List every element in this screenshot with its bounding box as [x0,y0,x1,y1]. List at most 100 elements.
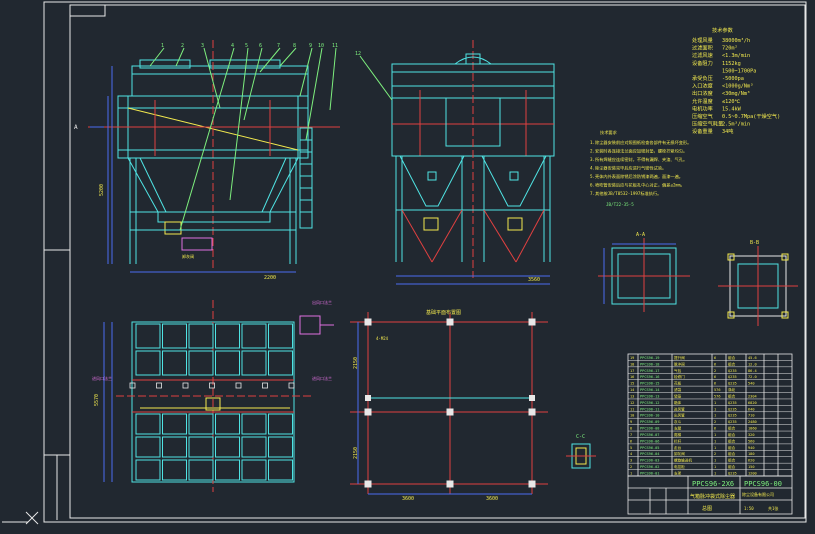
dim-plan: 5570 [94,394,100,406]
bom-cell: 气包 [674,368,682,373]
note-line: 4.除尘器安装完毕后应进行气密性试验。 [590,165,666,172]
bom-cell: 螺旋输送机 [674,458,692,463]
bom-cell: 45.6 [748,356,757,360]
bom-cell: PPCS96-04 [640,452,659,456]
bom-cell: 灰斗 [674,419,682,424]
anchor-pad [528,408,536,416]
bom-cell: PPCS96-12 [640,401,659,405]
bom-cell: 袋笼 [674,393,682,398]
dim-height: 5200 [99,184,105,196]
bom-cell: 12.0 [748,362,757,366]
bom-cell: PPCS96-16 [640,375,659,379]
bom-cell: 6 [714,356,716,360]
bom-cell: 1 [714,407,716,411]
foundation-title: 基础平面布置图 [426,309,461,316]
bom-cell: 19 [630,356,634,360]
bag-cell [135,413,161,435]
ucs-axis-icon [2,511,39,525]
inlet-note-right: 进风口法兰 [312,375,332,381]
bom-cell: 6 [714,362,716,366]
anchor-pad [364,318,372,326]
bom-cell: 电控柜 [674,464,685,469]
balloon: 4 [231,43,234,49]
bom-cell: 爬梯 [674,432,682,437]
tech-param-value: <30mg/Nm³ [722,91,750,97]
drawing-company: 除尘设备有限公司 [742,491,774,497]
bom-cell: Q235 [728,401,737,405]
bom-cell: 箱体 [674,400,682,405]
dim-base-h2: 2150 [353,447,359,459]
technical-notes: 技术要求1.除尘器安装前应对照图纸检查各部件有无损坏变形。2.安装时各连接法兰面… [590,129,691,207]
bom-cell: 9 [630,420,632,424]
bag-cell [162,459,187,481]
valve-mark [182,382,189,389]
drawing-name: 气箱脉冲袋式除尘器 [690,493,735,500]
bom-cell: PPCS96-14 [640,388,659,392]
bom-cell: 组合 [728,432,736,437]
bag-cell [268,413,293,435]
bag-cell [268,459,293,481]
bom-cell: 组合 [728,438,736,443]
detail-b-title: B-B [750,240,759,246]
bom-cell: 滤袋 [674,387,682,392]
anchor-pad [364,408,372,416]
bom-cell: 1 [714,465,716,469]
bom-cell: Q235 [728,407,737,411]
tech-param-value: 38000m³/h [722,38,750,44]
bom-cell: 2304 [748,394,757,398]
bom-cell: 1 [714,401,716,405]
bom-cell: PPCS96-06 [640,439,659,443]
tech-param-label: 过滤风速 [692,51,713,59]
drawing-number-b: PPCS96-00 [744,480,782,488]
bom-cell: 5 [630,446,632,450]
bom-cell: PPCS96-11 [640,407,659,411]
bom-cell: 8 [630,427,632,431]
bom-cell: 86.4 [748,369,757,373]
anchor-pad [364,480,372,488]
bom-cell: 2 [714,452,716,456]
detail-b [718,246,798,326]
bom-cell: 6820 [748,401,757,405]
bom-cell: 150 [748,465,755,469]
valve-mark [288,382,295,389]
tech-param-value: 1500~1700Pa [722,68,756,74]
note-line: 2.安装时各连接法兰面应加密封垫，螺栓拧紧均匀。 [590,148,687,155]
bom-cell: 16 [630,375,634,379]
bom-cell: PPCS96-09 [640,420,659,424]
bom-cell: 14 [630,388,634,392]
bom-cell: 3 [630,459,632,463]
anchor-pad [529,395,535,401]
bom-cell: 576 [714,394,721,398]
valve-mark [235,382,242,389]
bom-cell: 组合 [728,445,736,450]
bom-cell: Q235 [728,369,737,373]
bom-cell: 支架 [674,471,682,476]
tech-param-value: 0.5~0.7Mpa(干燥空气) [722,112,780,120]
anchor-pad [365,395,371,401]
dim-base-h1: 2150 [353,357,359,369]
bom-cell: PPCS96-08 [640,427,659,431]
bom-cell: 组合 [728,464,736,469]
tech-param-label: 压缩空气 [692,112,713,120]
tech-params-title: 技术参数 [712,26,734,34]
bom-cell: PPCS96-17 [640,369,659,373]
section-leader-a: A [74,124,78,131]
bag-cell [241,350,267,376]
bom-cell: 7 [630,433,632,437]
bag-cell [215,323,240,349]
bag-cell [215,436,240,458]
bag-cell [188,413,214,435]
bag-cell [188,350,214,376]
bag-cell [135,323,161,349]
detail-a [598,238,690,312]
bom-cell: PPCS96-15 [640,382,659,386]
sheet-frame [43,1,807,523]
bom-cell: 组合 [728,451,736,456]
balloon: 9 [309,43,312,49]
bom-cell: 620 [748,459,755,463]
tech-param-value: 1152kg [722,61,741,67]
bom-cell: 320 [748,433,755,437]
drawing-scale: 1:50 [744,506,754,511]
note-line: 1.除尘器安装前应对照图纸检查各部件有无损坏变形。 [590,139,691,146]
